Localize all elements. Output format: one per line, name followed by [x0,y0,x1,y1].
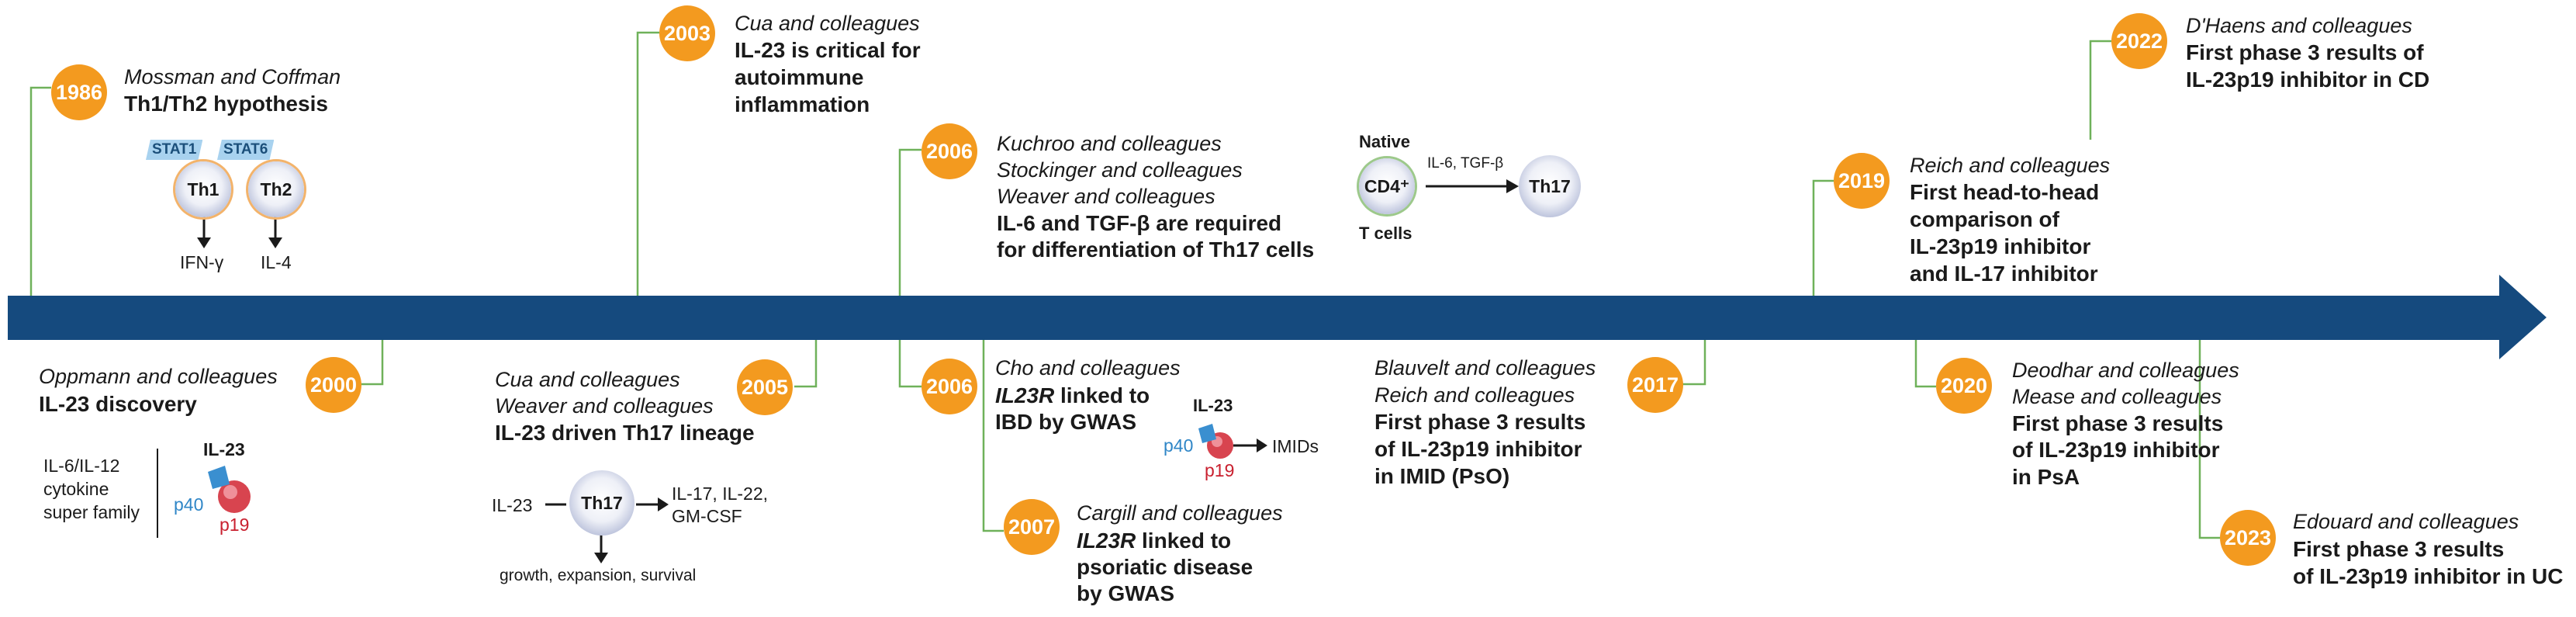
line1-2017: First phase 3 results [1374,410,1586,434]
p40-label-2000: p40 [174,494,204,515]
line1-2003: IL-23 is critical for [735,38,921,62]
authors-2022: D'Haens and colleagues [2186,14,2412,37]
title-2005: IL-23 driven Th17 lineage [495,421,755,445]
year-badge-2023: 2023 [2220,510,2276,566]
line1-2006b: IL23R linked to [995,382,1150,409]
authors2-2017: Reich and colleagues [1374,383,1575,407]
line1-2007: IL23R linked to [1077,527,1231,554]
authors1-2020: Deodhar and colleagues [2012,359,2239,382]
line1-rest-2006b: linked to [1054,383,1150,407]
ifn-gamma-label: IFN-γ [180,252,224,272]
year-badge-2006b: 2006 [921,359,977,414]
authors-2019: Reich and colleagues [1910,154,2111,177]
year-badge-2000: 2000 [306,357,361,413]
line3-2020: in PsA [2012,465,2080,489]
line1-2023: First phase 3 results [2293,537,2505,561]
authors-2000: Oppmann and colleagues [39,365,278,388]
outputs-line1-2005: IL-17, IL-22, [672,484,769,504]
line3-2017: in IMID (PsO) [1374,464,1510,488]
growth-label-2005: growth, expansion, survival [500,567,697,584]
authors2-2005: Weaver and colleagues [495,394,714,418]
family-line2: cytokine [43,479,109,499]
line1-2020: First phase 3 results [2012,411,2224,435]
line1-2022: First phase 3 results of [2186,40,2424,64]
line3-2003: inflammation [735,92,870,116]
il23-label-2006b: IL-23 [1193,396,1233,415]
il23-label-2000: IL-23 [203,439,245,459]
gene-2006b: IL23R [995,383,1055,407]
family-line3: super family [43,502,140,522]
il23-input-2005: IL-23 [492,495,533,515]
authors1-2006a: Kuchroo and colleagues [997,132,1222,155]
p19-label-2000: p19 [220,515,250,535]
il4-label: IL-4 [261,252,292,272]
title-1986: Th1/Th2 hypothesis [124,92,328,116]
year-badge-2006a: 2006 [921,123,977,179]
authors3-2006a: Weaver and colleagues [997,185,1215,208]
year-badge-2003: 2003 [659,5,715,61]
line2-2019: comparison of [1910,207,2059,231]
th1-cell: Th1 [175,161,231,217]
year-badge-2019: 2019 [1834,153,1890,209]
stat1-label: STAT1 [146,140,203,160]
authors-2007: Cargill and colleagues [1077,501,1283,525]
outputs-line2-2005: GM-CSF [672,506,742,526]
stat6-label: STAT6 [217,140,275,160]
il6-tgfb-arrow-label: IL-6, TGF-β [1427,155,1504,172]
year-badge-2007: 2007 [1004,499,1060,555]
line1-rest-2007: linked to [1136,529,1232,553]
year-badge-1986: 1986 [51,64,107,120]
year-badge-2017: 2017 [1627,357,1683,413]
authors1-2005: Cua and colleagues [495,368,680,391]
authors2-2020: Mease and colleagues [2012,385,2222,408]
line4-2019: and IL-17 inhibitor [1910,262,2098,286]
line2-2007: psoriatic disease [1077,555,1253,579]
authors1-2017: Blauvelt and colleagues [1374,356,1596,380]
authors-2006b: Cho and colleagues [995,356,1181,380]
gene-2007: IL23R [1077,529,1136,553]
line3-2019: IL-23p19 inhibitor [1910,234,2091,258]
line2-2020: of IL-23p19 inhibitor [2012,438,2220,462]
line1-2019: First head-to-head [1910,180,2100,204]
line2-2017: of IL-23p19 inhibitor [1374,437,1582,461]
authors-1986: Mossman and Coffman [124,65,341,88]
year-badge-2022: 2022 [2111,13,2167,69]
title-2000: IL-23 discovery [39,392,197,416]
line2-2006a: for differentiation of Th17 cells [997,237,1315,262]
line1-2006a: IL-6 and TGF-β are required [997,211,1282,235]
year-badge-2005: 2005 [737,359,793,415]
line2-2023: of IL-23p19 inhibitor in UC [2293,564,2564,588]
authors-2023: Edouard and colleagues [2293,510,2519,533]
year-badge-2020: 2020 [1936,358,1992,414]
p19-label-2006b: p19 [1205,460,1235,480]
th17-cell-2006a: Th17 [1519,155,1581,217]
authors2-2006a: Stockinger and colleagues [997,158,1243,182]
th17-cell-2005: Th17 [569,470,634,536]
tcells-label: T cells [1359,224,1412,243]
family-line1: IL-6/IL-12 [43,456,120,476]
imids-label: IMIDs [1272,436,1319,456]
line3-2007: by GWAS [1077,581,1175,605]
p40-label-2006b: p40 [1164,435,1194,456]
line2-2022: IL-23p19 inhibitor in CD [2186,68,2430,92]
th2-cell: Th2 [248,161,304,217]
native-label: Native [1359,132,1411,151]
line2-2006b: IBD by GWAS [995,410,1137,434]
cd4-cell: CD4⁺ [1359,158,1415,214]
line2-2003: autoimmune [735,65,864,89]
authors-2003: Cua and colleagues [735,12,920,35]
